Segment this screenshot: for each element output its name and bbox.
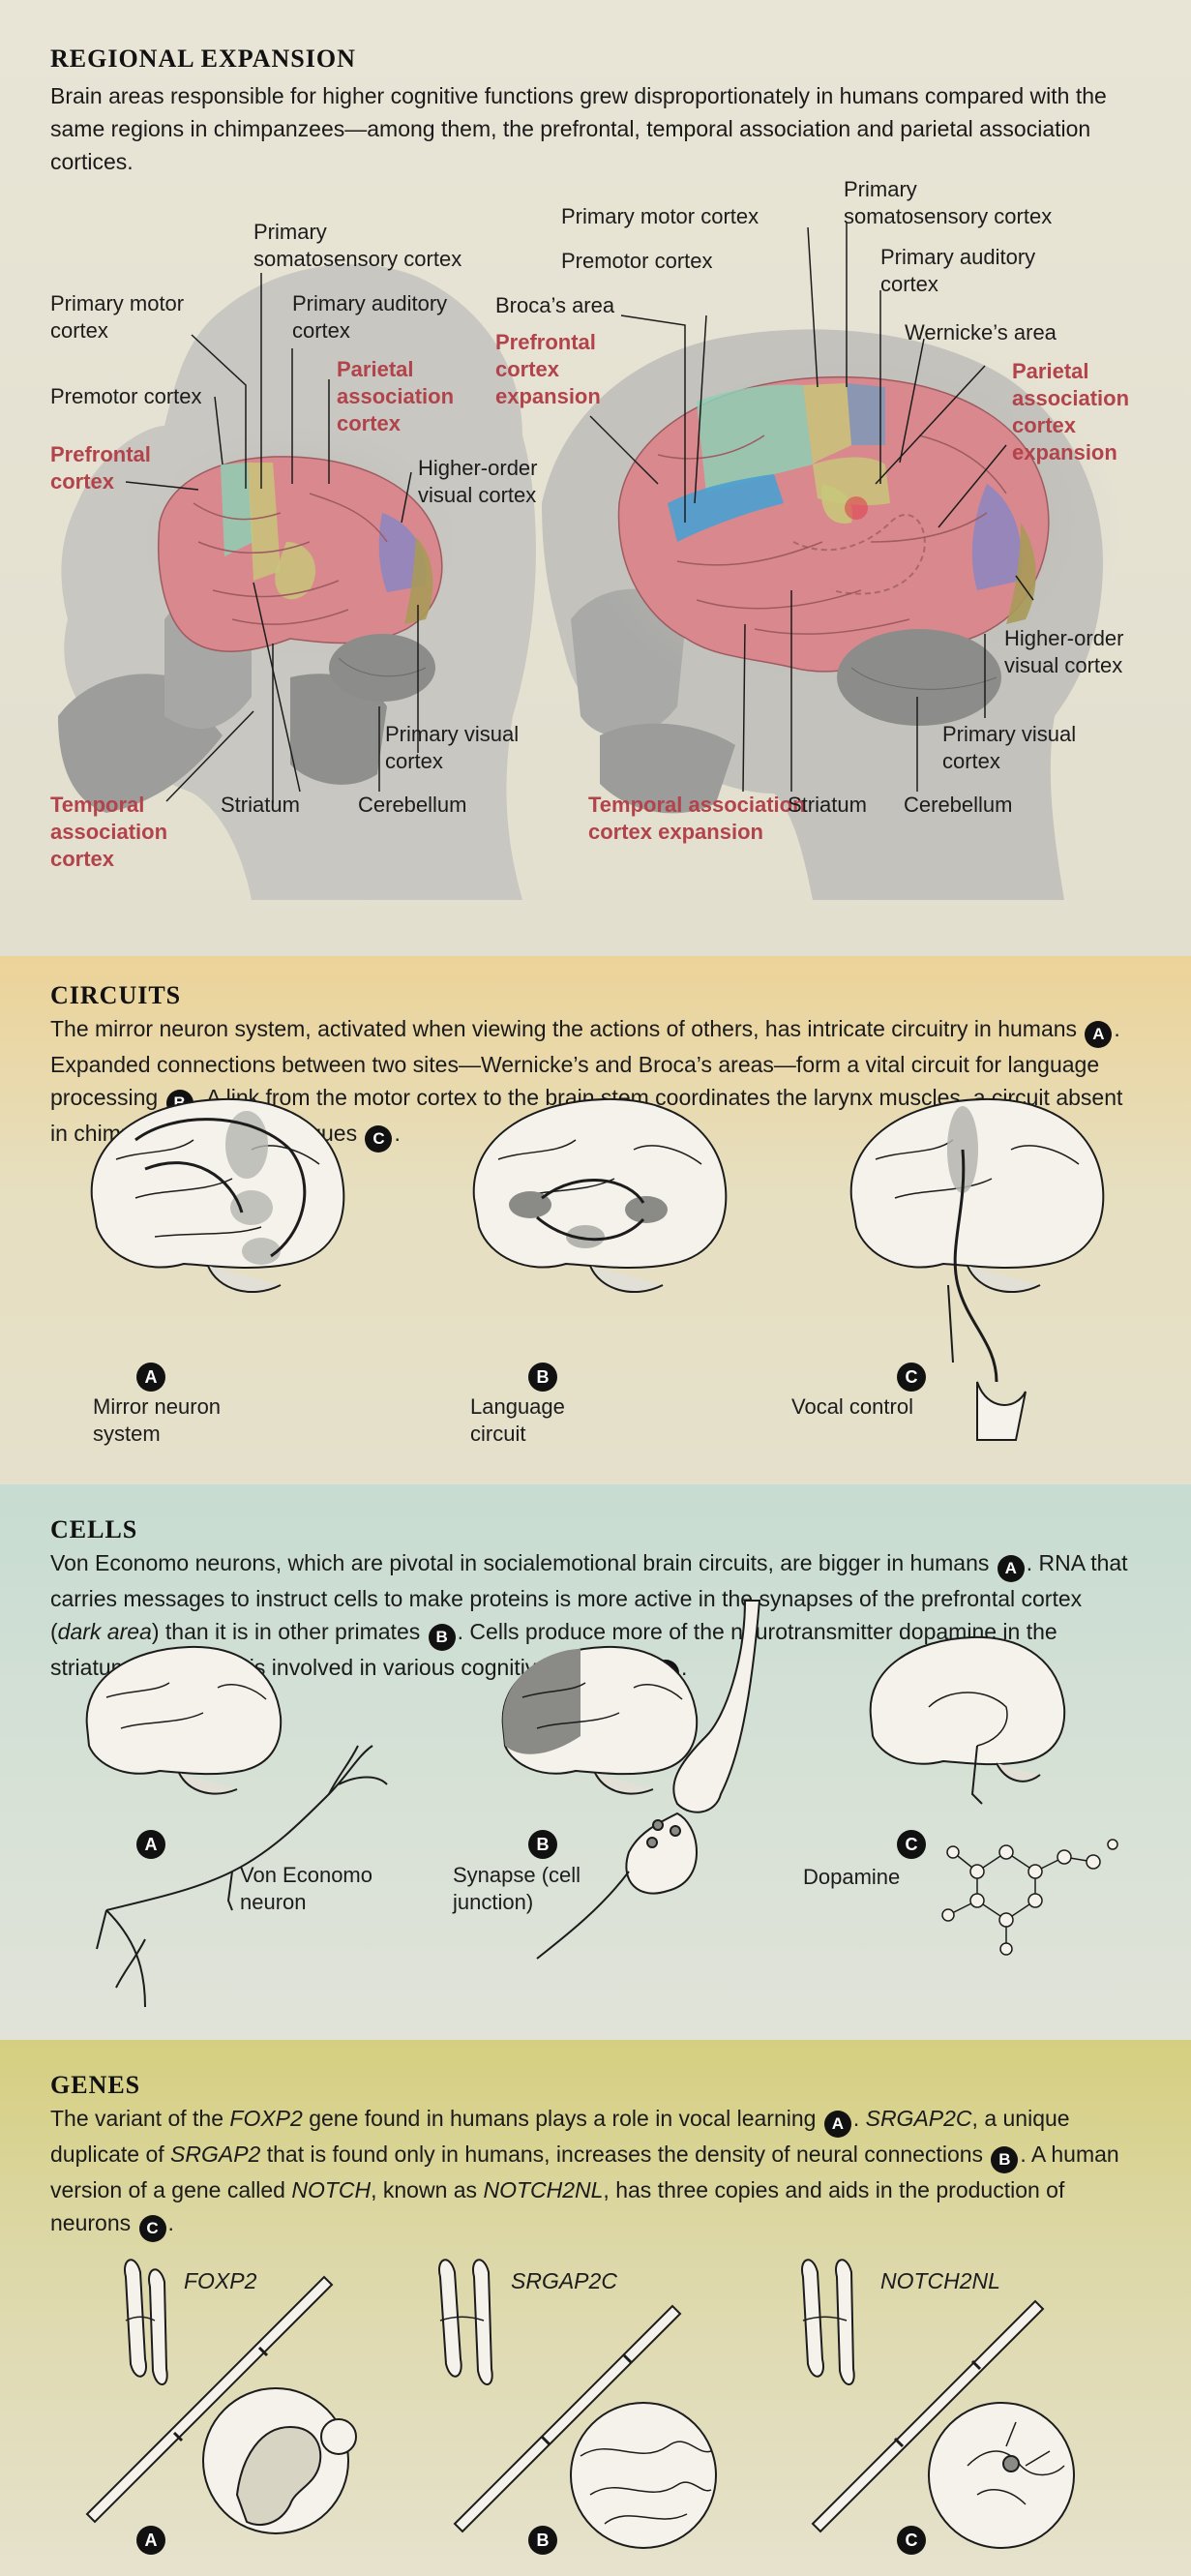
von-economo-label: Von Economo neuron [240,1863,372,1914]
von-economo-brain [85,1645,283,1795]
chimp-leader-lines [125,273,419,803]
language-circuit-brain [472,1097,728,1294]
human-prefrontal-label: Prefrontal cortex expansion [495,330,601,408]
inline-badge-c: C [365,1125,393,1153]
srgap2c-chromosome [438,2259,493,2385]
circuits-heading: CIRCUITS [50,981,182,1009]
inline-badge-b: B [428,1624,456,1651]
inline-badge-a: A [823,2111,851,2138]
badge-b: B [528,1830,557,1859]
regional-heading: REGIONAL EXPANSION [50,45,356,73]
chimp-cerebellum-label: Cerebellum [358,793,467,817]
chimp-primary-motor-label: Primary motor cortex [50,291,185,343]
brain-comparison-illustration [58,223,1122,901]
foxp2-chromosome [124,2259,168,2385]
notch2nl-dna-strand [811,2299,1045,2533]
cells-section: CELLS Von Economo neurons, which are piv… [0,1484,1191,2040]
badge-b: B [528,1363,557,1392]
genes-heading: GENES [50,2071,141,2099]
dopamine-brain [869,1635,1066,1805]
genes-section: GENES The variant of the FOXP2 gene foun… [0,2040,1191,2576]
inline-badge-b: B [991,2146,1019,2173]
badge-b: B [528,2526,557,2555]
chimp-premotor-label: Premotor cortex [50,384,202,408]
chimp-brain [131,416,469,702]
human-somatosensory-label: Primary somatosensory cortex [844,177,1053,228]
chimp-temporal-label: Temporal association cortex [50,793,168,871]
badge-a: A [136,1363,165,1392]
dopamine-molecule [941,1839,1118,1956]
human-higher-visual-label: Higher-order visual cortex [1004,626,1124,677]
vocal-control-label: Vocal control [791,1394,913,1419]
human-wernicke-label: Wernicke’s area [905,320,1057,344]
notch2nl-gene-label: NOTCH2NL [880,2268,1000,2293]
badge-c: C [897,1830,926,1859]
human-broca-label: Broca’s area [495,293,615,317]
srgap2c-dna-strand [453,2304,682,2533]
notch2nl-chromosome [801,2259,855,2385]
circuits-section: CIRCUITS The mirror neuron system, activ… [0,956,1191,1484]
mirror-neuron-label: Mirror neuron system [93,1394,222,1446]
badge-c: C [897,2526,926,2555]
inline-badge-c: C [138,2215,166,2242]
gene-illustrations [85,2259,1075,2549]
chimp-prefrontal-label: Prefrontal cortex [50,442,151,494]
mirror-neuron-brain [90,1097,345,1294]
cell-illustrations [85,1600,1118,2008]
human-premotor-label: Premotor cortex [561,249,713,273]
human-primary-motor-label: Primary motor cortex [561,204,759,228]
foxp2-circle [202,2387,357,2534]
human-auditory-label: Primary auditory cortex [880,245,1036,296]
human-primary-visual-label: Primary visual cortex [942,722,1077,773]
von-economo-neuron [96,1745,388,2008]
srgap2c-circle [570,2402,717,2549]
chimp-parietal-label: Parietal association cortex [337,357,455,435]
regional-intro: Brain areas responsible for higher cogni… [50,83,1107,174]
regional-expansion-section: REGIONAL EXPANSION Brain areas responsib… [0,0,1191,956]
badge-c: C [897,1363,926,1392]
synapse-brain [501,1645,699,1795]
chimp-striatum-label: Striatum [221,793,300,817]
foxp2-dna-strand [85,2275,334,2524]
inline-badge-a: A [997,1555,1025,1582]
chimp-auditory-label: Primary auditory cortex [292,291,448,343]
srgap2c-gene-label: SRGAP2C [511,2268,617,2293]
notch2nl-circle [928,2402,1075,2549]
badge-a: A [136,2526,165,2555]
circuit-illustrations [90,1097,1105,1441]
inline-badge-a: A [1085,1021,1113,1048]
human-cerebellum-label: Cerebellum [904,793,1013,817]
synapse-label: Synapse (cell junction) [453,1863,581,1914]
human-leader-lines [589,223,1034,793]
chimp-somatosensory-label: Primary somatosensory cortex [253,220,462,271]
chimp-primary-visual-label: Primary visual cortex [385,722,520,773]
circuits-intro: The mirror neuron system, activated when… [50,1012,1134,1153]
foxp2-gene-label: FOXP2 [184,2268,257,2293]
human-parietal-label: Parietal association cortex expansion [1012,359,1130,464]
human-striatum-label: Striatum [788,793,867,817]
synapse-cells [536,1600,761,1960]
badge-a: A [136,1830,165,1859]
genes-intro: The variant of the FOXP2 gene found in h… [50,2102,1134,2242]
vocal-control-brain [849,1097,1105,1441]
human-temporal-label: Temporal association cortex expansion [588,793,806,844]
language-circuit-label: Language circuit [470,1394,565,1446]
dopamine-label: Dopamine [803,1865,901,1889]
cells-heading: CELLS [50,1515,138,1543]
human-brain [581,329,1122,726]
chimp-higher-visual-label: Higher-order visual cortex [418,456,538,507]
